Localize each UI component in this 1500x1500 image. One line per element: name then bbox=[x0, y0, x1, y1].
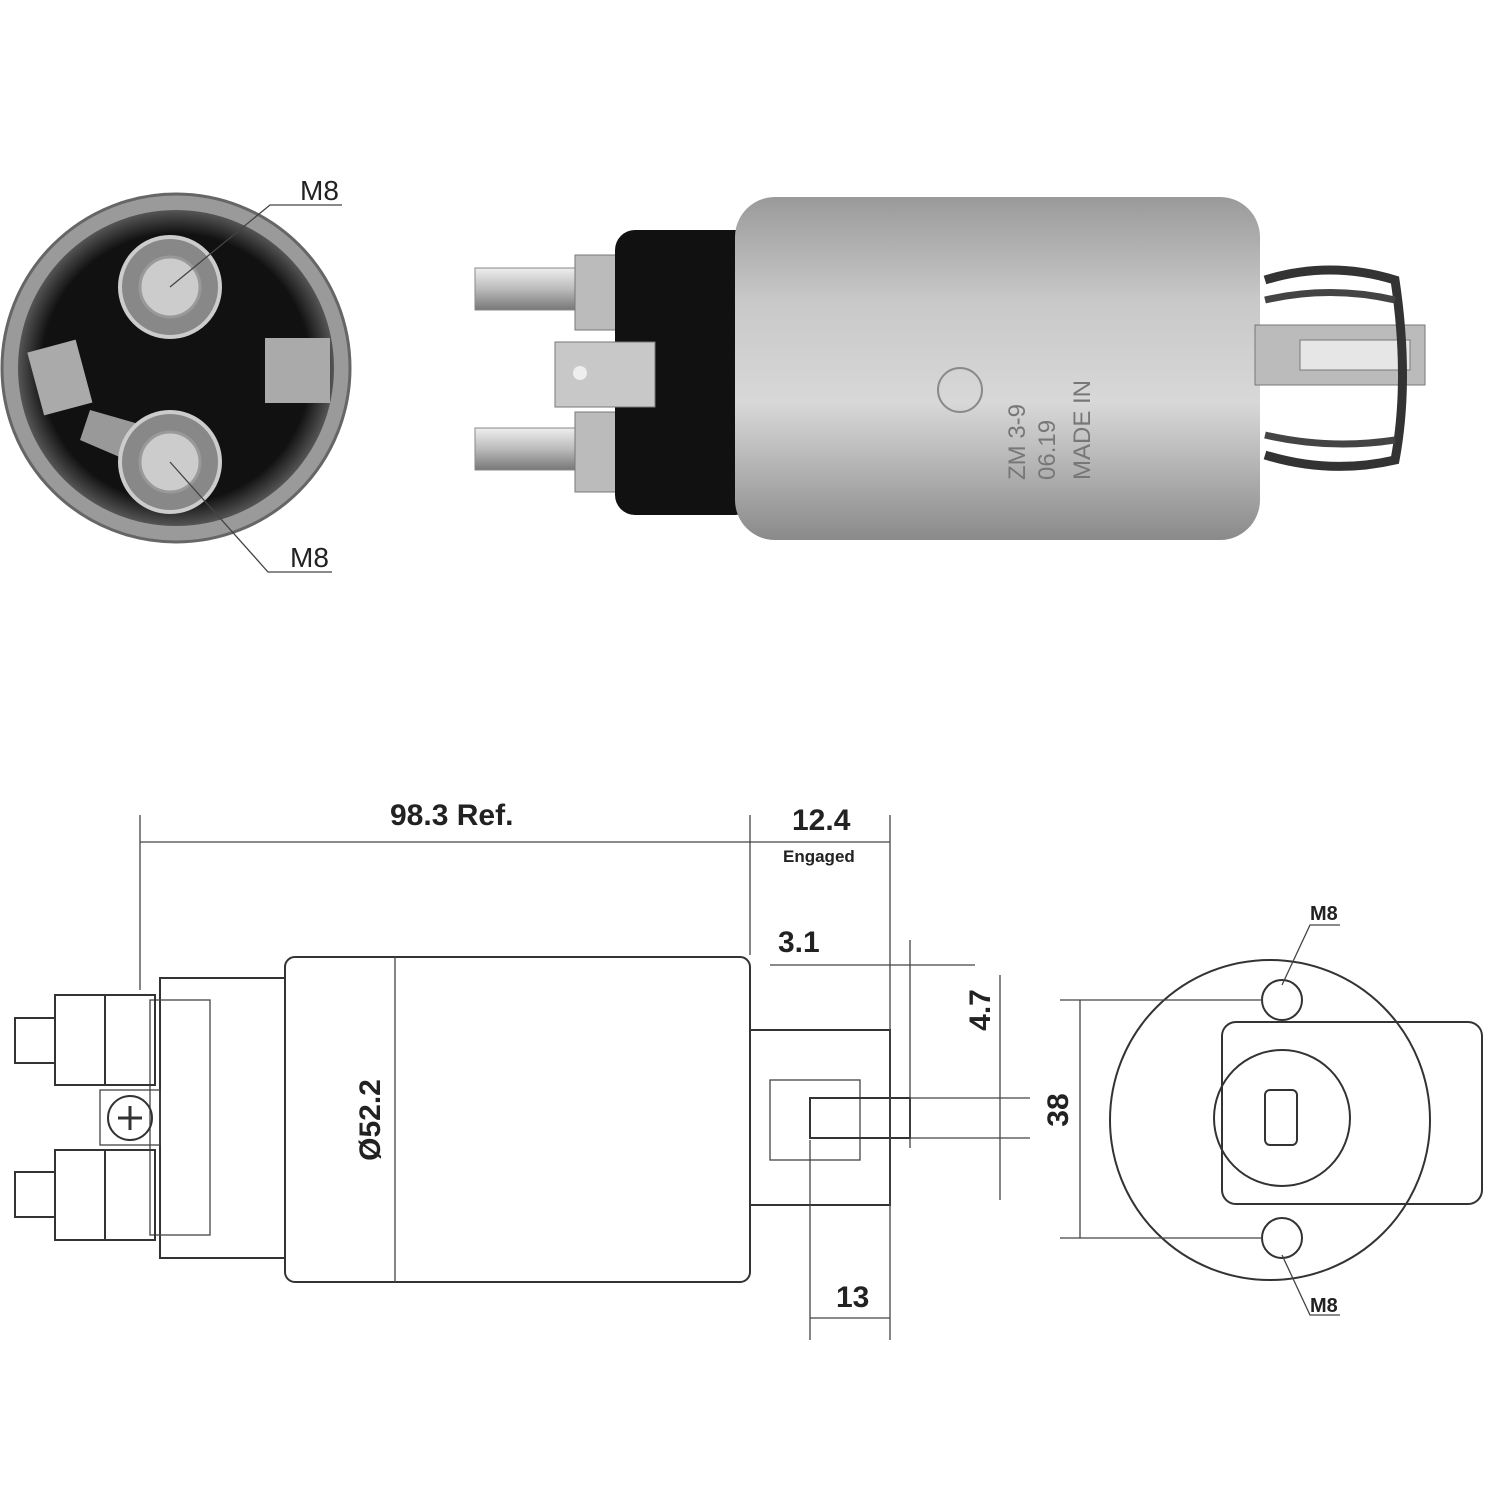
ground-screw-icon bbox=[107, 1095, 153, 1141]
dim-engaged-note: Engaged bbox=[783, 847, 855, 866]
dim-plunger-travel: 12.4 bbox=[792, 804, 851, 837]
drawing-end-view: 38 M8 M8 bbox=[1042, 903, 1483, 1317]
photo-marking-2: 06.19 bbox=[1034, 420, 1061, 480]
photo-label-m8-top: M8 bbox=[300, 175, 339, 206]
dim-overall-length: 98.3 Ref. bbox=[390, 799, 513, 832]
dim-offset: 3.1 bbox=[778, 926, 820, 959]
photo-marking-1: ZM 3-9 bbox=[1004, 404, 1031, 480]
dim-terminal-spacing: 38 bbox=[1042, 1093, 1075, 1126]
photo-end-view: M8 M8 bbox=[0, 175, 352, 573]
dim-diameter: Ø52.2 bbox=[354, 1079, 387, 1161]
end-label-bottom: M8 bbox=[1310, 1295, 1338, 1317]
terminal-hole-bottom bbox=[1261, 1217, 1303, 1259]
drawing-side-view: 98.3 Ref. 12.4 Engaged 3.1 4.7 Ø52.2 13 bbox=[14, 799, 1030, 1340]
photo-label-m8-bottom: M8 bbox=[290, 542, 329, 573]
terminal-hole-top bbox=[1261, 979, 1303, 1021]
photo-marking-3: MADE IN bbox=[1069, 380, 1096, 480]
dim-tab-length: 13 bbox=[836, 1281, 869, 1314]
dim-slot-width: 4.7 bbox=[964, 989, 997, 1031]
photo-side-view: ZM 3-9 06.19 MADE IN bbox=[474, 197, 1426, 540]
end-label-top: M8 bbox=[1310, 903, 1338, 925]
